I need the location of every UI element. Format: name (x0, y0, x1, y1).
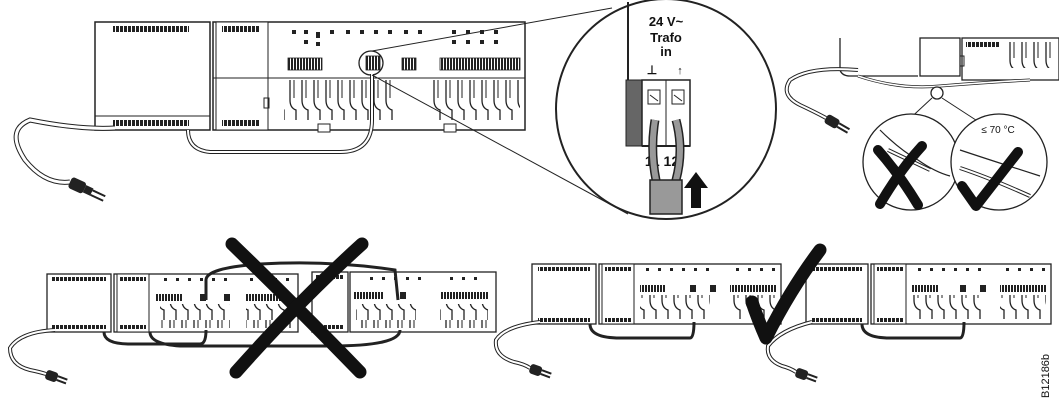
controller-unit-right (805, 263, 1052, 325)
controller-module (212, 21, 526, 133)
power-plug-icon (529, 364, 552, 379)
arrow-up-icon (684, 172, 708, 208)
ground-symbol: ⊥ (647, 63, 657, 77)
check-mark-icon (745, 243, 827, 345)
trafo-label: Trafo (650, 30, 682, 45)
in-label: in (660, 44, 672, 59)
arrow-symbol: ↑ (677, 65, 683, 77)
power-plug-icon (45, 370, 68, 385)
power-plug-icon (795, 368, 818, 383)
transformer-module (94, 21, 211, 131)
power-plug-icon (824, 114, 851, 134)
cross-mark-icon (225, 237, 369, 379)
temperature-label: ≤ 70 °C (981, 125, 1014, 136)
check-mark-icon (957, 147, 1023, 211)
controller-unit-right (311, 271, 497, 333)
terminal-zoom-detail: 24 V~ Trafo in ⊥ ↑ 11 12 (555, 0, 777, 220)
incorrect-chaining-example (7, 237, 497, 385)
figure-code: B12186b (1040, 354, 1052, 398)
cross-mark-icon (873, 141, 927, 210)
controller-unit-left (46, 273, 299, 333)
controller-unit-left (531, 263, 782, 325)
temperature-detail: ≤ 70 °C (784, 37, 1059, 211)
voltage-label: 24 V~ (649, 14, 684, 29)
correct-chaining-example (493, 243, 1052, 383)
power-plug-icon (68, 177, 106, 202)
main-controller-top (13, 21, 526, 202)
